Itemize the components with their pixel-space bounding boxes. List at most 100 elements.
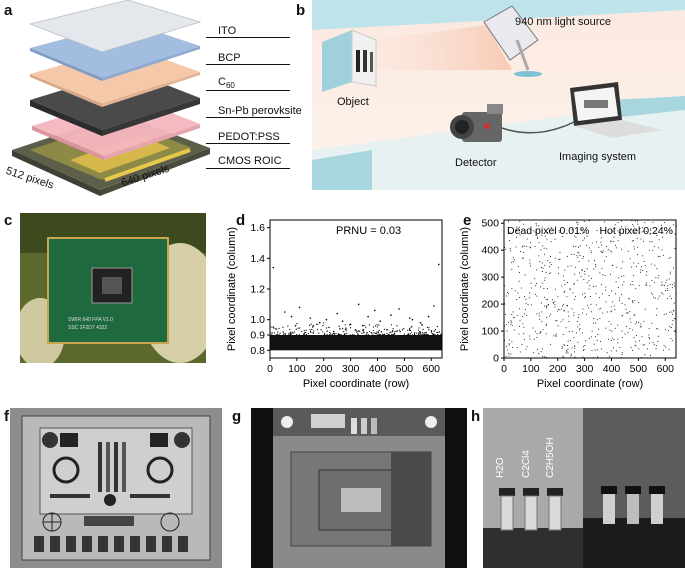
d-point: [420, 333, 422, 336]
d-point: [403, 333, 405, 335]
e-point: [527, 304, 529, 305]
d-point: [409, 329, 411, 331]
e-point: [646, 284, 648, 286]
d-point: [363, 324, 365, 326]
e-point: [580, 276, 582, 277]
e-point: [633, 262, 635, 264]
detector-camera: [450, 104, 503, 142]
e-point: [554, 257, 556, 259]
e-point: [583, 346, 585, 348]
e-point: [631, 240, 633, 242]
e-point: [509, 231, 511, 233]
d-outlier-point: [411, 318, 414, 321]
e-point: [505, 355, 507, 357]
e-point: [518, 333, 520, 335]
d-outlier-point: [349, 323, 352, 326]
e-point: [652, 249, 654, 251]
e-point: [598, 328, 600, 330]
e-point: [591, 242, 593, 244]
d-point: [301, 330, 303, 333]
e-point: [648, 249, 650, 251]
e-point: [611, 251, 613, 253]
e-point: [525, 298, 527, 300]
e-point: [578, 246, 579, 248]
e-point: [532, 327, 534, 329]
e-point: [507, 220, 509, 222]
e-point: [661, 224, 662, 226]
e-point: [652, 293, 654, 295]
e-point: [581, 270, 583, 271]
e-point: [541, 271, 543, 272]
d-outlier-point: [272, 266, 275, 269]
e-point: [642, 240, 644, 242]
e-point: [613, 236, 615, 238]
d-point: [348, 324, 351, 326]
e-point: [540, 351, 542, 353]
e-point: [566, 296, 568, 298]
e-y-tick-label: 300: [481, 272, 499, 284]
e-point: [516, 299, 517, 301]
e-point: [591, 330, 593, 332]
e-point: [593, 322, 595, 324]
e-point: [506, 330, 508, 332]
e-point: [555, 334, 557, 336]
e-point: [537, 236, 539, 238]
e-point: [604, 274, 606, 276]
e-point: [574, 273, 576, 275]
e-point: [546, 248, 548, 250]
d-point: [411, 334, 414, 336]
e-point: [594, 349, 596, 351]
e-point: [574, 347, 576, 349]
e-point: [573, 253, 575, 255]
e-point: [649, 338, 651, 340]
e-point: [640, 238, 642, 240]
d-point: [401, 329, 404, 331]
e-point: [521, 343, 523, 345]
e-annotation-dead: Dead pixel 0.01%: [507, 225, 589, 237]
e-point: [601, 267, 603, 269]
d-point: [367, 333, 369, 336]
e-point: [526, 245, 528, 247]
e-point: [612, 241, 614, 243]
e-point: [544, 235, 546, 237]
e-point: [542, 356, 544, 358]
d-x-tick-label: 0: [267, 363, 273, 375]
d-point: [292, 332, 294, 334]
d-point: [376, 323, 378, 326]
e-point: [525, 348, 527, 350]
d-point: [273, 327, 275, 329]
d-point: [399, 329, 401, 331]
e-point: [593, 285, 595, 287]
e-point: [604, 260, 606, 262]
e-x-axis-label: Pixel coordinate (row): [537, 378, 643, 390]
e-point: [627, 312, 629, 314]
d-outlier-point: [336, 312, 338, 315]
e-point: [574, 345, 576, 347]
e-point: [664, 284, 665, 286]
object-target: [322, 29, 377, 92]
e-point: [632, 302, 634, 304]
e-point: [563, 310, 565, 312]
e-point: [669, 311, 671, 313]
d-y-tick-label: 1.4: [250, 253, 265, 265]
e-point: [568, 315, 570, 317]
vial-label-h2o: H2O: [495, 457, 506, 478]
e-point: [528, 297, 530, 299]
e-point: [512, 311, 514, 313]
d-point: [359, 330, 361, 333]
e-point: [567, 305, 569, 307]
e-point: [564, 269, 566, 271]
e-point: [651, 322, 653, 324]
e-point: [557, 267, 559, 269]
e-point: [619, 300, 621, 301]
e-point: [646, 282, 648, 284]
e-point: [536, 269, 538, 271]
panel-label-a: a: [4, 2, 13, 19]
e-point: [671, 311, 673, 313]
e-point: [640, 325, 642, 327]
e-point: [522, 258, 524, 260]
e-point: [593, 318, 595, 319]
e-point: [583, 256, 584, 258]
e-point: [539, 318, 541, 320]
e-point: [585, 313, 587, 315]
